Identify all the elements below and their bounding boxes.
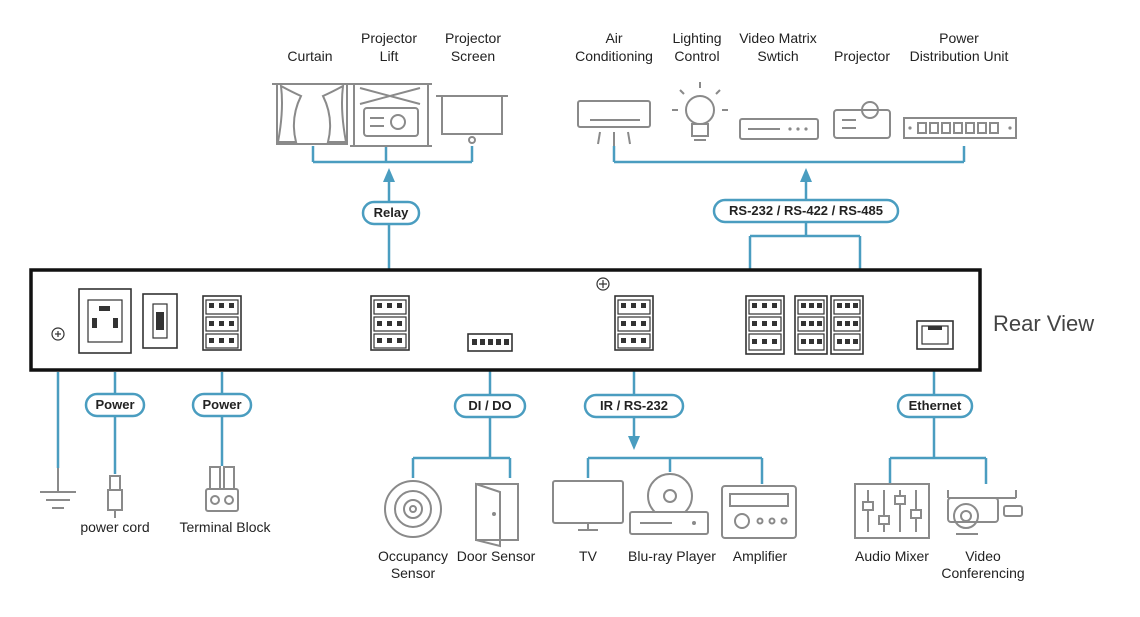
serial-connector-2: [794, 295, 828, 355]
video-matrix-switch-icon: [739, 118, 819, 140]
mounting-screw-icon: [596, 277, 610, 291]
relay-pill: Relay: [361, 200, 421, 226]
video-conferencing-label-2: Conferencing: [941, 565, 1024, 581]
dido-pill: DI / DO: [453, 393, 527, 419]
serial-connector-1: [745, 295, 785, 355]
door-sensor-label: Door Sensor: [457, 548, 536, 564]
power-cord-pill: Power: [84, 392, 146, 418]
ethernet-label: Ethernet: [909, 398, 962, 413]
dido-connector: [467, 333, 513, 352]
ground-icon: [40, 468, 76, 509]
video-conferencing-label-1: Video: [965, 548, 1001, 564]
serial-label: RS-232 / RS-422 / RS-485: [729, 203, 883, 218]
power-cord-icon: [107, 475, 123, 518]
projector-icon: [833, 101, 891, 139]
bluray-player-icon: [629, 473, 709, 535]
air-conditioner-icon: [577, 100, 651, 146]
terminal-block-label: Terminal Block: [179, 519, 271, 535]
air-conditioning-label-1: Air: [605, 30, 622, 46]
occupancy-sensor-label-2: Sensor: [391, 565, 436, 581]
ir-label: IR / RS-232: [600, 398, 668, 413]
lighting-control-label-2: Control: [674, 48, 719, 64]
pdu-icon: [903, 117, 1017, 139]
projector-screen-icon: [436, 95, 508, 144]
lighting-control-label-1: Lighting: [672, 30, 721, 46]
projector-lift-label-2: Lift: [380, 48, 399, 64]
light-bulb-icon: [672, 82, 728, 141]
amplifier-icon: [721, 485, 797, 539]
ir-pill: IR / RS-232: [583, 393, 685, 419]
projector-lift-icon: [350, 83, 432, 147]
relay-arrow: [383, 168, 395, 182]
bluray-player-label: Blu-ray Player: [628, 548, 716, 564]
relay-label: Relay: [374, 205, 409, 220]
dido-label: DI / DO: [468, 398, 511, 413]
power-cord-label: power cord: [80, 519, 149, 535]
power-switch-icon: [142, 293, 178, 349]
projector-screen-label-1: Projector: [445, 30, 501, 46]
terminal-block-icon: [205, 466, 239, 512]
amplifier-label: Amplifier: [733, 548, 788, 564]
tv-label: TV: [579, 548, 598, 564]
projector-screen-label-2: Screen: [451, 48, 495, 64]
rear-panel: [29, 268, 982, 372]
ground-screw-icon: [51, 327, 65, 341]
tv-icon: [552, 480, 624, 531]
curtain-label: Curtain: [287, 48, 332, 64]
occupancy-sensor-icon: [384, 480, 442, 538]
video-matrix-label-1: Video Matrix: [739, 30, 817, 46]
ac-inlet-icon: [78, 288, 132, 354]
ir-connector: [614, 295, 654, 351]
audio-mixer-icon: [854, 483, 930, 539]
ethernet-pill: Ethernet: [896, 393, 974, 419]
power-terminal-connector: [202, 295, 242, 351]
power-cord-pill-label: Power: [95, 397, 134, 412]
curtain-icon: [272, 83, 352, 145]
serial-arrow: [800, 168, 812, 182]
pdu-label-1: Power: [939, 30, 979, 46]
projector-label: Projector: [834, 48, 890, 64]
rear-view-label: Rear View: [993, 311, 1094, 336]
video-camera-icon: [947, 490, 1023, 535]
audio-mixer-label: Audio Mixer: [855, 548, 929, 564]
serial-connector-3: [830, 295, 864, 355]
door-icon: [475, 482, 519, 548]
pdu-label-2: Distribution Unit: [910, 48, 1009, 64]
terminal-pill: Power: [191, 392, 253, 418]
ir-arrow: [628, 436, 640, 450]
serial-pill: RS-232 / RS-422 / RS-485: [712, 198, 900, 224]
air-conditioning-label-2: Conditioning: [575, 48, 653, 64]
video-matrix-label-2: Swtich: [757, 48, 798, 64]
relay-connector: [370, 295, 410, 351]
occupancy-sensor-label-1: Occupancy: [378, 548, 448, 564]
ethernet-port-icon: [916, 320, 954, 350]
terminal-pill-label: Power: [202, 397, 241, 412]
projector-lift-label-1: Projector: [361, 30, 417, 46]
